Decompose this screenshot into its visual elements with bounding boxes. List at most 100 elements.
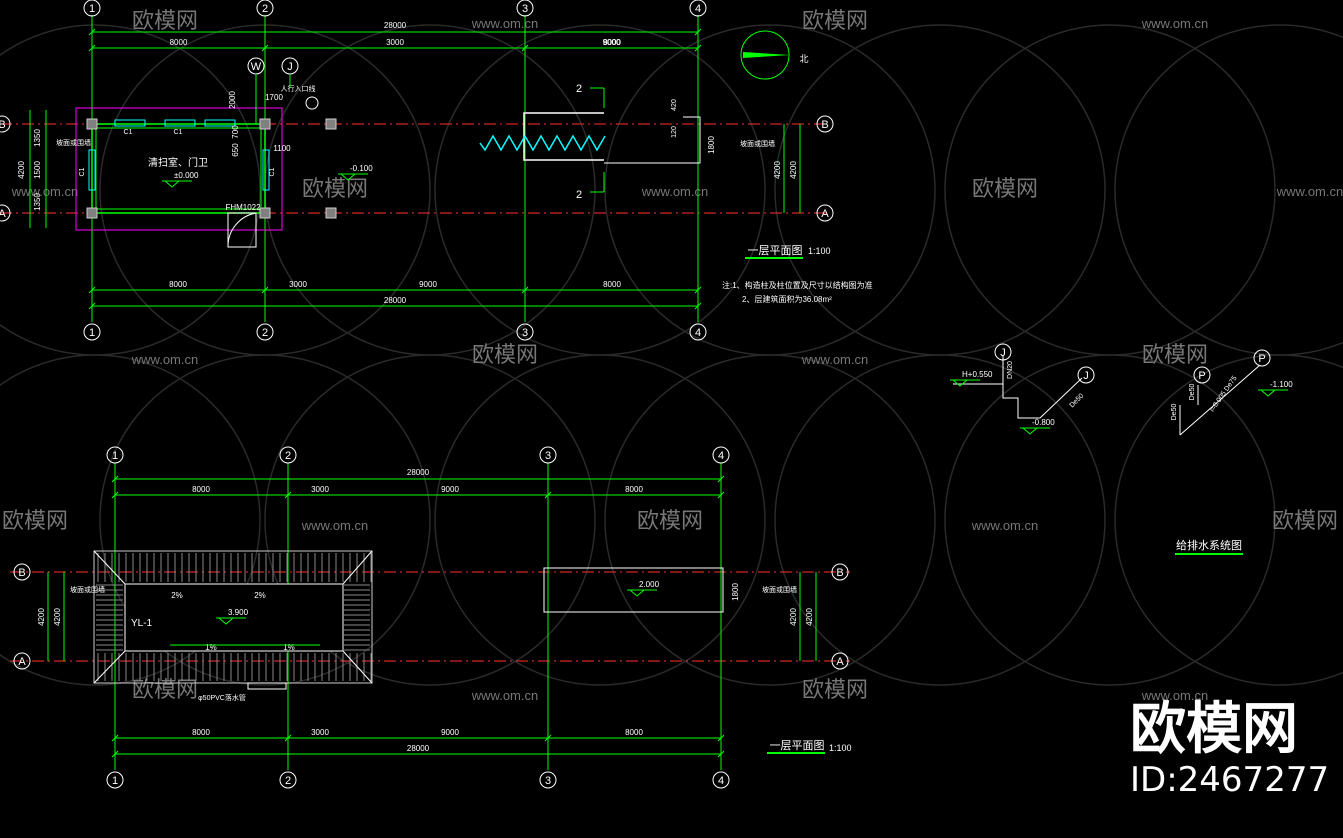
plumbing-level-1-symbol	[951, 379, 969, 387]
pipe-label: φ50PVC落水管	[198, 693, 246, 702]
watermark-brand: 欧模网	[637, 508, 703, 533]
dim-top: 9000	[441, 485, 459, 494]
dim-right: 4200	[789, 161, 798, 179]
axis-bubble-bottom-1-circle	[83, 323, 101, 341]
dim-left: 4200	[53, 608, 62, 626]
dim-bottom: 8000	[169, 280, 187, 289]
dimension-tick	[694, 44, 702, 52]
plan1-title: 一层平面图	[748, 244, 803, 257]
watermark-arc	[1114, 354, 1343, 686]
dimension-tick	[284, 734, 292, 742]
room-wall	[91, 123, 266, 214]
dim-top: 8000	[192, 485, 210, 494]
axis-bubble-bottom-3-circle	[539, 771, 557, 789]
watermark-url: www.om.cn	[641, 184, 708, 199]
canopy-outline	[523, 112, 604, 161]
marker-w: W	[251, 61, 262, 73]
axis-bubble-top-3-circle	[516, 0, 534, 17]
axis-bubble-bottom-3: 3	[522, 327, 528, 339]
plumbing-bubble-j2: J	[1083, 370, 1089, 382]
axis-bubble-bottom-2-circle	[279, 771, 297, 789]
window	[204, 119, 236, 127]
watermark-url: www.om.cn	[131, 352, 198, 367]
watermark-url: www.om.cn	[301, 518, 368, 533]
north-label: 北	[799, 54, 808, 64]
axis-bubble-right-A: A	[836, 656, 844, 668]
watermark-url: www.om.cn	[1141, 688, 1208, 703]
pipe-label-3: i=0.005 De75	[1209, 375, 1239, 413]
axis-bubble-left-B: B	[0, 119, 6, 131]
column	[325, 207, 337, 219]
dimension-tick	[88, 28, 96, 36]
watermark-url: www.om.cn	[471, 688, 538, 703]
slope-label: 2%	[254, 591, 266, 600]
dimension-tick	[544, 491, 552, 499]
watermark-brand: 欧模网	[132, 8, 198, 33]
axis-bubble-left-A: A	[0, 208, 6, 220]
dim-right: 4200	[789, 608, 798, 626]
dim-bottom: 9000	[441, 728, 459, 737]
dimension-tick	[521, 286, 529, 294]
section-mark-bottom: 2	[576, 189, 582, 201]
axis-bubble-top-2-circle	[256, 0, 274, 17]
axis-bubble-top-2-circle	[279, 446, 297, 464]
column	[325, 118, 337, 130]
plan2-title: 一层平面图	[770, 739, 825, 752]
axis-bubble-top-2: 2	[285, 450, 291, 462]
note-line-1: 注:1、构造柱及柱位置及尺寸以结构图为准	[722, 280, 873, 290]
dim-misc: 1700	[265, 93, 283, 102]
axis-bubble-top-1-circle	[106, 446, 124, 464]
fence-pattern	[479, 134, 606, 152]
dim-bottom: 3000	[311, 728, 329, 737]
axis-bubble-bottom-1: 1	[89, 327, 95, 339]
dim-left: 1500	[33, 161, 42, 179]
downpipe	[247, 682, 287, 690]
marker-j: J	[287, 61, 293, 73]
watermark-arc	[99, 354, 431, 686]
plumbing-bubble-j: J	[1000, 347, 1006, 359]
dim-right-small: 1800	[707, 136, 716, 154]
dim-misc: 650	[231, 143, 240, 157]
scupper-label-right: 坡面或围墙	[762, 585, 797, 594]
column	[259, 118, 271, 130]
dim-bottom: 3000	[289, 280, 307, 289]
pipe-run-2	[1179, 364, 1261, 436]
dimension-tick	[284, 491, 292, 499]
dim-misc: 420	[671, 99, 678, 111]
watermark-brand: 欧模网	[1272, 508, 1338, 533]
building-outline	[75, 107, 283, 231]
window	[164, 119, 196, 127]
axis-bubble-bottom-4-circle	[712, 771, 730, 789]
axis-bubble-right-B-circle	[831, 563, 849, 581]
dim-misc: 700	[231, 125, 240, 139]
canopy-roof	[543, 567, 724, 613]
watermark-url: www.om.cn	[471, 16, 538, 31]
canopy-level-symbol	[628, 589, 646, 597]
dim-total-top: 28000	[407, 468, 430, 477]
entrance-symbol	[305, 96, 319, 110]
pipe-label-4: De50	[1171, 404, 1178, 421]
watermark-brand: 欧模网	[802, 8, 868, 33]
axis-bubble-bottom-1: 1	[112, 775, 118, 787]
plumbing-level-3-symbol	[1259, 389, 1277, 397]
outdoor-level: -0.100	[350, 164, 373, 173]
plumbing-level-3: -1.100	[1270, 380, 1293, 389]
dim-top: 9000	[603, 38, 621, 47]
dim-left-total: 4200	[17, 161, 26, 179]
dimension-tick	[694, 302, 702, 310]
window-label: C1	[269, 167, 276, 176]
window	[114, 119, 146, 127]
axis-bubble-bottom-3: 3	[545, 775, 551, 787]
axis-bubble-top-2: 2	[262, 3, 268, 15]
dim-right: 4200	[805, 608, 814, 626]
axis-bubble-top-4: 4	[695, 3, 701, 15]
axis-bubble-bottom-2-circle	[256, 323, 274, 341]
roof-hip	[93, 550, 126, 585]
dim-misc: 120	[671, 126, 678, 138]
axis-bubble-bottom-4: 4	[718, 775, 724, 787]
axis-bubble-top-1: 1	[112, 450, 118, 462]
axis-bubble-bottom-2: 2	[285, 775, 291, 787]
